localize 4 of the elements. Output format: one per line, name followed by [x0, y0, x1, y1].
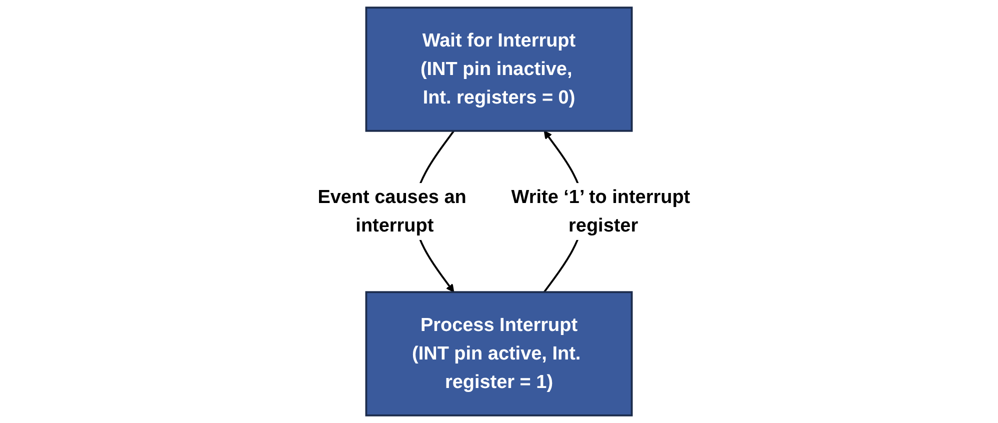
edge-label: Event causes an interrupt [318, 186, 466, 236]
edge-label: Write ‘1’ to interrupt register [511, 186, 690, 236]
node-box: Process Interrupt (INT pin active, Int. register = 1) [365, 291, 633, 416]
node-box: Wait for Interrupt (INT pin inactive, Int. registers = 0) [365, 6, 633, 132]
